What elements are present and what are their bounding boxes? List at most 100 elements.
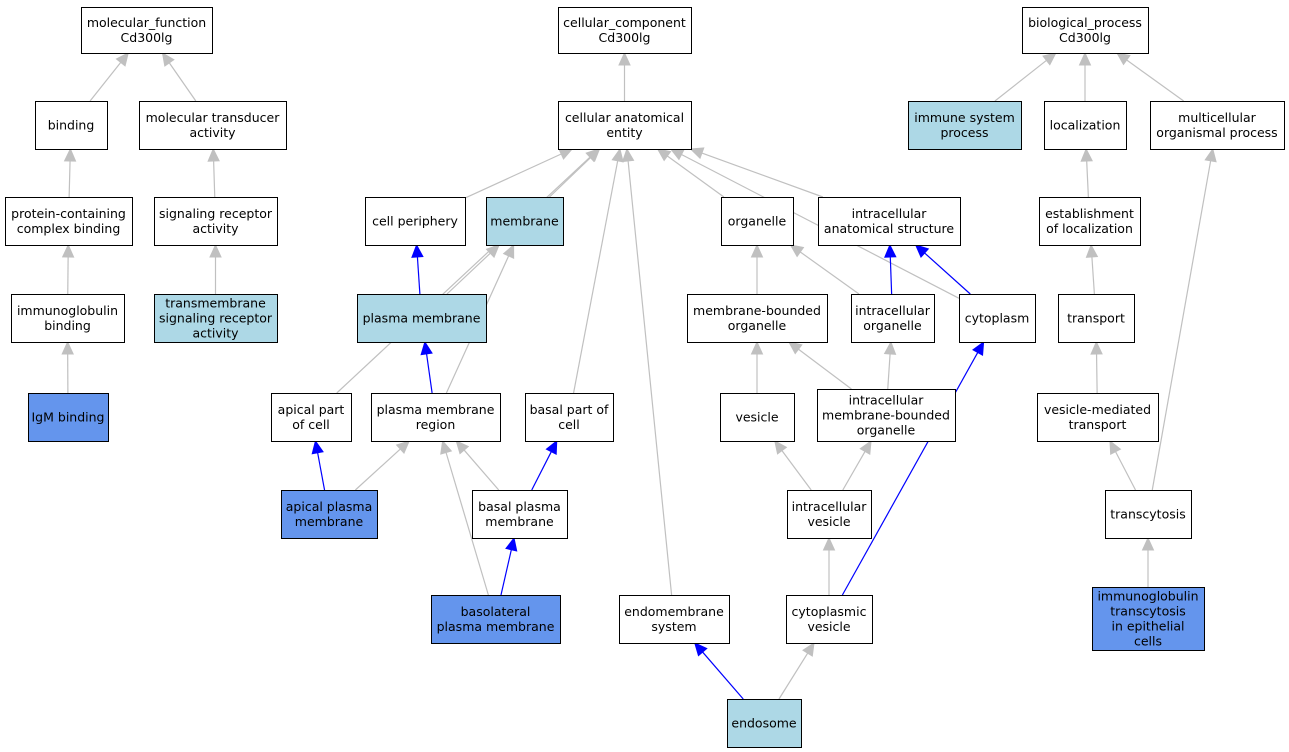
arrowhead-icon	[1090, 340, 1103, 355]
term-node-binding: binding	[35, 101, 108, 150]
edge-layer	[61, 51, 1217, 700]
term-label-line: cellular anatomical	[565, 110, 684, 125]
term-label-line: Cd300lg	[1059, 30, 1111, 45]
arrowhead-icon	[545, 439, 558, 455]
edge-io-to-ias	[884, 243, 897, 295]
term-label-line: apical plasma	[286, 499, 372, 514]
term-label-line: intracellular	[792, 499, 868, 514]
term-box	[1105, 490, 1192, 539]
edge-line	[89, 62, 122, 102]
term-box	[787, 490, 872, 539]
term-label-line: of localization	[1046, 221, 1133, 236]
edge-igm-to-igb	[61, 340, 74, 394]
edge-tcy-to-vmt	[1109, 439, 1137, 491]
edge-line	[68, 160, 71, 198]
edge-vmt-to-trans	[1090, 340, 1103, 394]
term-label-line: plasma membrane	[363, 311, 481, 326]
edge-mta-to-mf	[161, 52, 197, 102]
edge-io-to-org	[789, 244, 860, 295]
edge-line	[842, 451, 866, 491]
term-label-line: cells	[1134, 634, 1162, 649]
term-box	[5, 197, 133, 246]
edge-apc-to-cae	[336, 148, 600, 394]
arrowhead-icon	[411, 243, 424, 258]
term-label-line: vesicle	[807, 514, 850, 529]
arrowhead-icon	[693, 642, 708, 657]
edge-binding-to-mf	[89, 52, 129, 102]
term-box	[558, 101, 692, 150]
edge-imbo-to-io	[883, 340, 897, 390]
arrowhead-icon	[502, 243, 515, 259]
edge-line	[354, 448, 401, 491]
term-box	[371, 393, 501, 442]
edge-line	[889, 256, 893, 295]
arrowhead-icon	[689, 147, 705, 160]
arrowhead-icon	[585, 148, 600, 163]
edge-isp-to-bp	[994, 52, 1057, 102]
arrowhead-icon	[61, 243, 75, 258]
term-label-line: activity	[189, 125, 236, 140]
term-label-line: vesicle-mediated	[1044, 402, 1151, 417]
arrowhead-icon	[395, 440, 411, 455]
term-box	[1022, 7, 1149, 54]
term-label-line: multicellular	[1178, 110, 1257, 125]
edge-ems-to-cae	[621, 147, 673, 596]
term-box	[139, 101, 287, 150]
term-label-line: immune system	[914, 110, 1015, 125]
term-label-line: transcytosis	[1110, 604, 1185, 619]
term-label-line: cytoplasm	[965, 311, 1030, 326]
term-box	[818, 197, 961, 246]
edge-line	[702, 651, 744, 700]
term-box	[35, 101, 108, 150]
edge-line	[627, 160, 673, 596]
term-label-line: transmembrane	[165, 296, 266, 311]
term-node-trans: transport	[1058, 294, 1135, 343]
term-box	[486, 197, 564, 246]
edge-line	[549, 156, 592, 198]
edge-eol-to-loc	[1080, 147, 1093, 198]
edge-line	[666, 155, 725, 198]
edge-ves-to-mbo	[750, 340, 764, 393]
arrowhead-icon	[209, 243, 222, 258]
term-node-pm: plasma membrane	[357, 294, 487, 343]
edge-line	[168, 62, 197, 102]
edge-igt-to-tcy	[1141, 536, 1155, 587]
term-label-line: Cd300lg	[121, 30, 173, 45]
edge-line	[1095, 353, 1098, 394]
term-box	[11, 294, 125, 343]
term-label-line: protein-containing	[11, 206, 126, 221]
edge-line	[445, 452, 489, 596]
edge-line	[1086, 160, 1089, 198]
term-box	[727, 699, 802, 748]
edge-org-to-cae	[656, 148, 725, 198]
arrowhead-icon	[802, 641, 815, 657]
edge-bpm-to-bpc	[531, 439, 558, 491]
arrowhead-icon	[669, 148, 685, 161]
term-label-line: plasma membrane	[377, 402, 495, 417]
arrowhead-icon	[558, 148, 574, 160]
edge-line	[213, 160, 216, 198]
term-label-line: organelle	[857, 423, 916, 438]
term-node-ves: vesicle	[720, 393, 795, 442]
edge-line	[778, 652, 809, 700]
term-label-line: binding	[44, 318, 91, 333]
edge-endo-to-cv	[778, 641, 815, 700]
term-box	[959, 294, 1036, 343]
arrowhead-icon	[859, 439, 872, 455]
term-label-line: molecular_function	[87, 15, 206, 30]
term-box	[1150, 101, 1285, 150]
edge-igb-to-pccb	[61, 243, 75, 295]
edge-line	[317, 452, 326, 491]
term-box	[619, 595, 730, 644]
edge-trans-to-eol	[1085, 243, 1099, 295]
term-label-line: of cell	[292, 417, 330, 432]
